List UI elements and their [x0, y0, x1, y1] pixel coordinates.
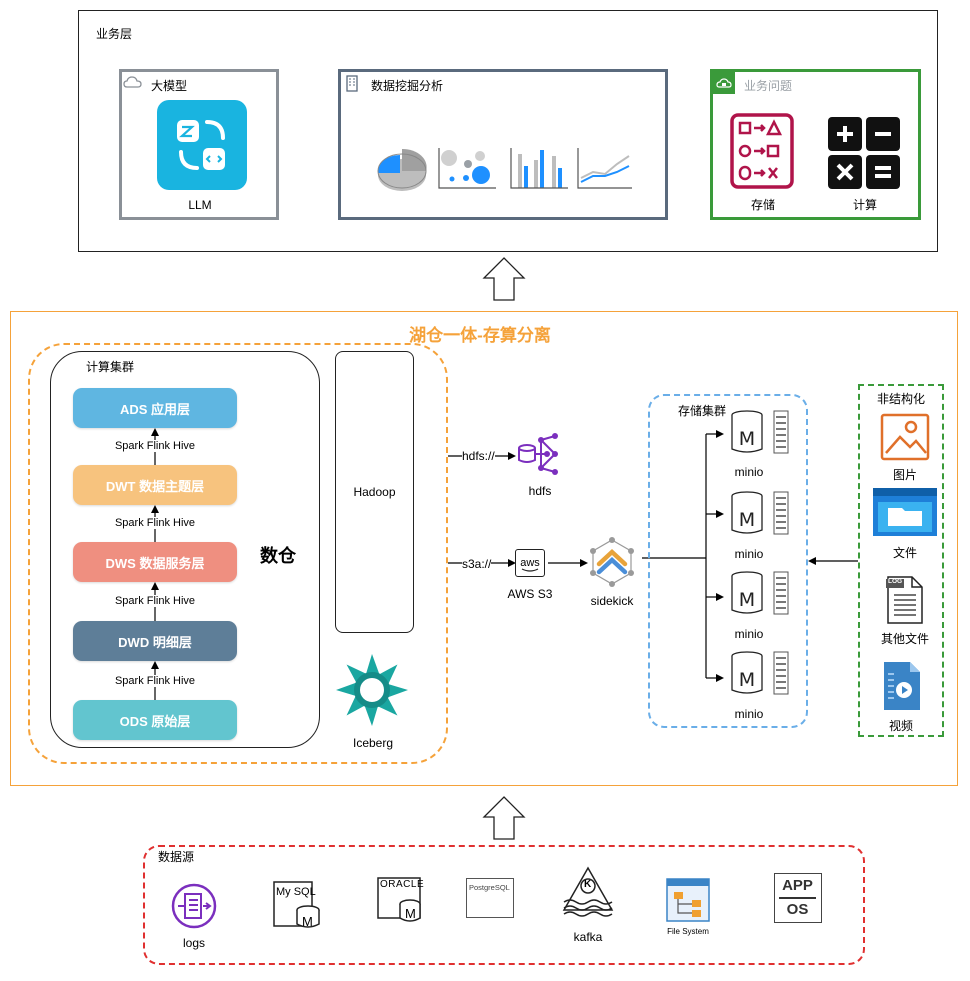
postgresql-text: PostgreSQL [469, 883, 510, 892]
bubble-chart-icon [438, 146, 498, 190]
llm-group [119, 69, 279, 220]
logs-icon [170, 882, 218, 930]
kafka-icon: K [560, 866, 616, 920]
unstructured-title: 非结构化 [876, 392, 925, 406]
business-issue-title: 业务问题 [744, 79, 793, 93]
hdfs-label: hdfs [528, 484, 552, 498]
minio-label: minio [734, 707, 764, 721]
mysql-text: My SQL [276, 886, 316, 898]
hadoop-box [335, 351, 414, 633]
svg-text:M: M [739, 428, 755, 450]
layer-ads: ADS 应用层 [73, 388, 237, 428]
layer-dwt: DWT 数据主题层 [73, 465, 237, 505]
aws-s3-icon: aws [515, 549, 545, 577]
mysql-db-mark: M [302, 914, 313, 929]
up-arrow-icon [482, 256, 526, 302]
file-label: 文件 [892, 546, 917, 560]
data-mining-group-title: 数据挖掘分析 [371, 79, 444, 93]
aws-text: aws [520, 557, 540, 569]
llm-group-title: 大模型 [151, 79, 188, 93]
storage-cluster [648, 394, 808, 728]
svg-text:M: M [739, 509, 755, 531]
kafka-label: kafka [573, 930, 603, 944]
storage-issue-label: 存储 [750, 198, 775, 212]
oracle-icon: ORACLE M [376, 876, 426, 926]
os-text: OS [786, 901, 809, 918]
minio-label: minio [734, 627, 764, 641]
minio-node: M [728, 409, 794, 457]
unstructured-group [858, 384, 944, 737]
lock-cloud-icon [713, 72, 735, 94]
lakehouse-title: 湖仓一体-存算分离 [409, 326, 551, 345]
iceberg-icon [334, 652, 410, 728]
pie-chart-icon [376, 145, 432, 193]
minio-label: minio [734, 465, 764, 479]
aws-s3-label: AWS S3 [507, 587, 553, 601]
hdfs-icon [515, 432, 565, 476]
minio-label: minio [734, 547, 764, 561]
oracle-db-mark: M [405, 906, 416, 921]
building-icon [341, 72, 363, 94]
kafka-k-mark: K [584, 879, 592, 890]
storage-issue-icon [730, 113, 794, 189]
compute-cluster [50, 351, 320, 748]
cloud-icon [122, 72, 144, 94]
layer-arrows [140, 428, 170, 700]
minio-node: M [728, 490, 794, 538]
logs-label: logs [182, 936, 205, 950]
compute-issue-label: 计算 [852, 198, 877, 212]
bar-chart-icon [510, 146, 570, 190]
data-sources-group [143, 845, 865, 965]
up-arrow-icon [482, 795, 526, 841]
mysql-icon: My SQL M [272, 880, 322, 930]
business-layer-title: 业务层 [96, 27, 133, 41]
hdfs-protocol: hdfs:// [462, 449, 495, 463]
engine-label: Spark Flink Hive [100, 595, 210, 607]
svg-text:M: M [739, 589, 755, 611]
layer-ods: ODS 原始层 [73, 700, 237, 740]
minio-node: M [728, 650, 794, 698]
hadoop-label: Hadoop [353, 485, 396, 499]
lakehouse-frame [10, 311, 958, 786]
sidekick-label: sidekick [590, 594, 634, 608]
warehouse-label: 数仓 [260, 546, 296, 566]
layer-dws: DWS 数据服务层 [73, 542, 237, 582]
line-chart-icon [577, 146, 633, 190]
svg-text:M: M [739, 669, 755, 691]
sidekick-icon [586, 536, 638, 588]
file-system-label: File System [667, 927, 709, 936]
file-system-icon [666, 878, 710, 922]
data-sources-title: 数据源 [158, 850, 195, 864]
video-label: 视频 [888, 719, 913, 733]
data-mining-group [338, 69, 668, 220]
app-os-icon: APP OS [774, 873, 822, 923]
video-file-icon [882, 660, 922, 712]
engine-label: Spark Flink Hive [100, 517, 210, 529]
image-icon [880, 413, 930, 461]
llm-icon [157, 100, 247, 190]
app-os-divider [779, 897, 816, 899]
folder-icon [872, 486, 938, 538]
log-tag: LOG [888, 578, 903, 585]
postgresql-icon: PostgreSQL [466, 878, 514, 918]
llm-label: LLM [188, 198, 212, 212]
oracle-text: ORACLE [380, 879, 425, 890]
s3-protocol: s3a:// [462, 557, 492, 571]
compute-cluster-title: 计算集群 [86, 360, 135, 374]
layer-dwd: DWD 明细层 [73, 621, 237, 661]
minio-node: M [728, 570, 794, 618]
calculator-icon [828, 117, 902, 191]
other-files-label: 其他文件 [880, 632, 929, 646]
engine-label: Spark Flink Hive [100, 440, 210, 452]
business-layer [78, 10, 938, 252]
app-text: APP [782, 877, 813, 894]
log-file-icon: LOG [884, 575, 924, 625]
storage-cluster-title: 存储集群 [678, 404, 727, 418]
compute-area [28, 343, 448, 764]
image-label: 图片 [892, 468, 917, 482]
iceberg-label: Iceberg [352, 736, 394, 750]
engine-label: Spark Flink Hive [100, 675, 210, 687]
